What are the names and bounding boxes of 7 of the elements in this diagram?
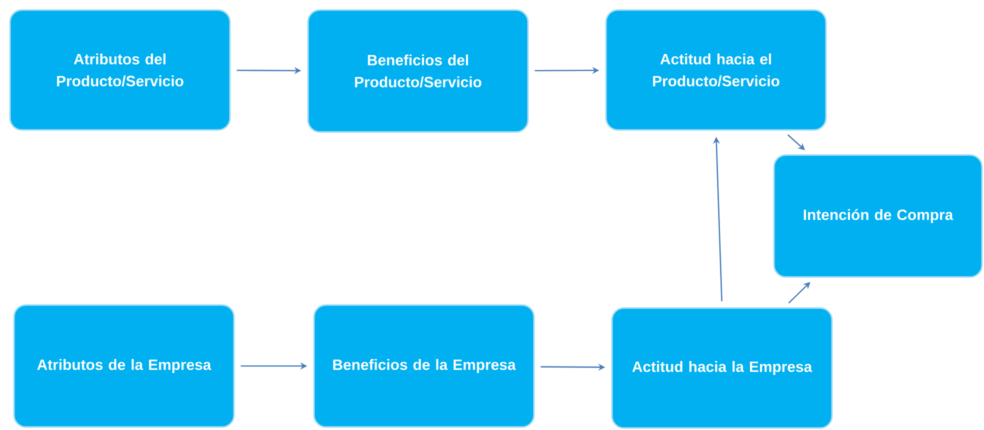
process-box: Actitud hacia el Producto/Servicio: [605, 9, 827, 131]
process-box: Beneficios del Producto/Servicio: [307, 9, 529, 133]
process-box: Atributos de la Empresa: [13, 304, 235, 428]
process-box: Intención de Compra: [773, 154, 983, 278]
process-box: Actitud hacia la Empresa: [611, 307, 833, 429]
process-box: Beneficios de la Empresa: [313, 304, 535, 428]
process-box: Atributos del Producto/Servicio: [9, 9, 231, 131]
